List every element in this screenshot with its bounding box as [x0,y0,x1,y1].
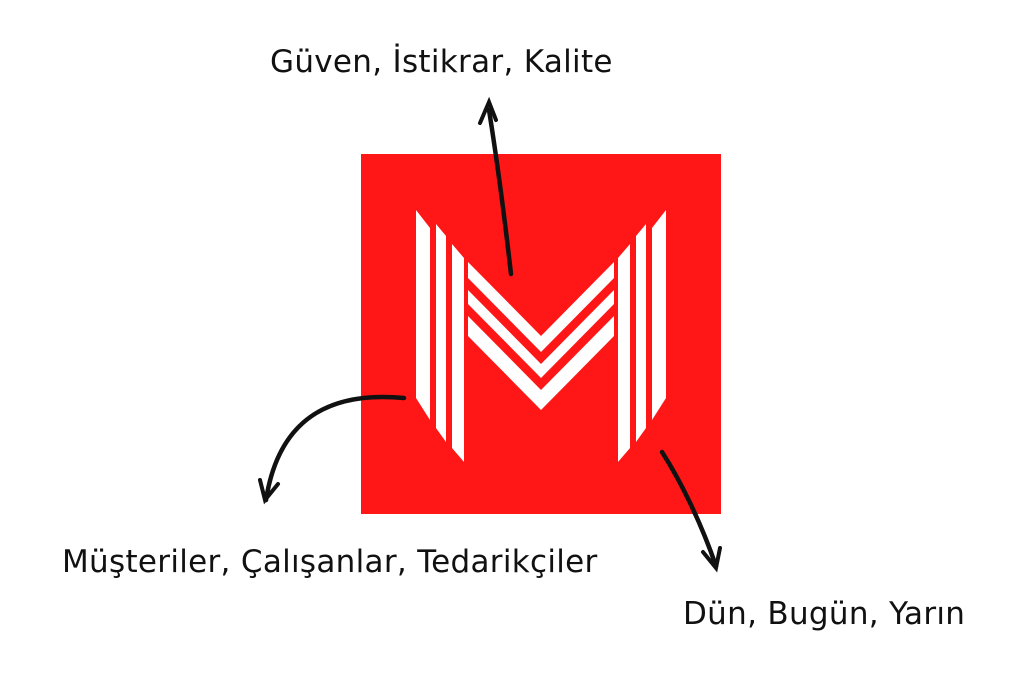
label-left: Müşteriler, Çalışanlar, Tedarikçiler [62,544,598,580]
arrow-to-left-label [263,394,407,503]
label-top: Güven, İstikrar, Kalite [270,44,613,80]
arrow-to-top-label [486,107,514,277]
arrow-to-right-label [659,449,719,569]
arrow-to-left-label-head [258,478,280,505]
arrow-to-top-label-head [478,96,498,125]
arrow-to-right-label-head [701,546,722,573]
m-logo-icon [416,210,666,462]
label-right: Dün, Bugün, Yarın [683,596,966,632]
